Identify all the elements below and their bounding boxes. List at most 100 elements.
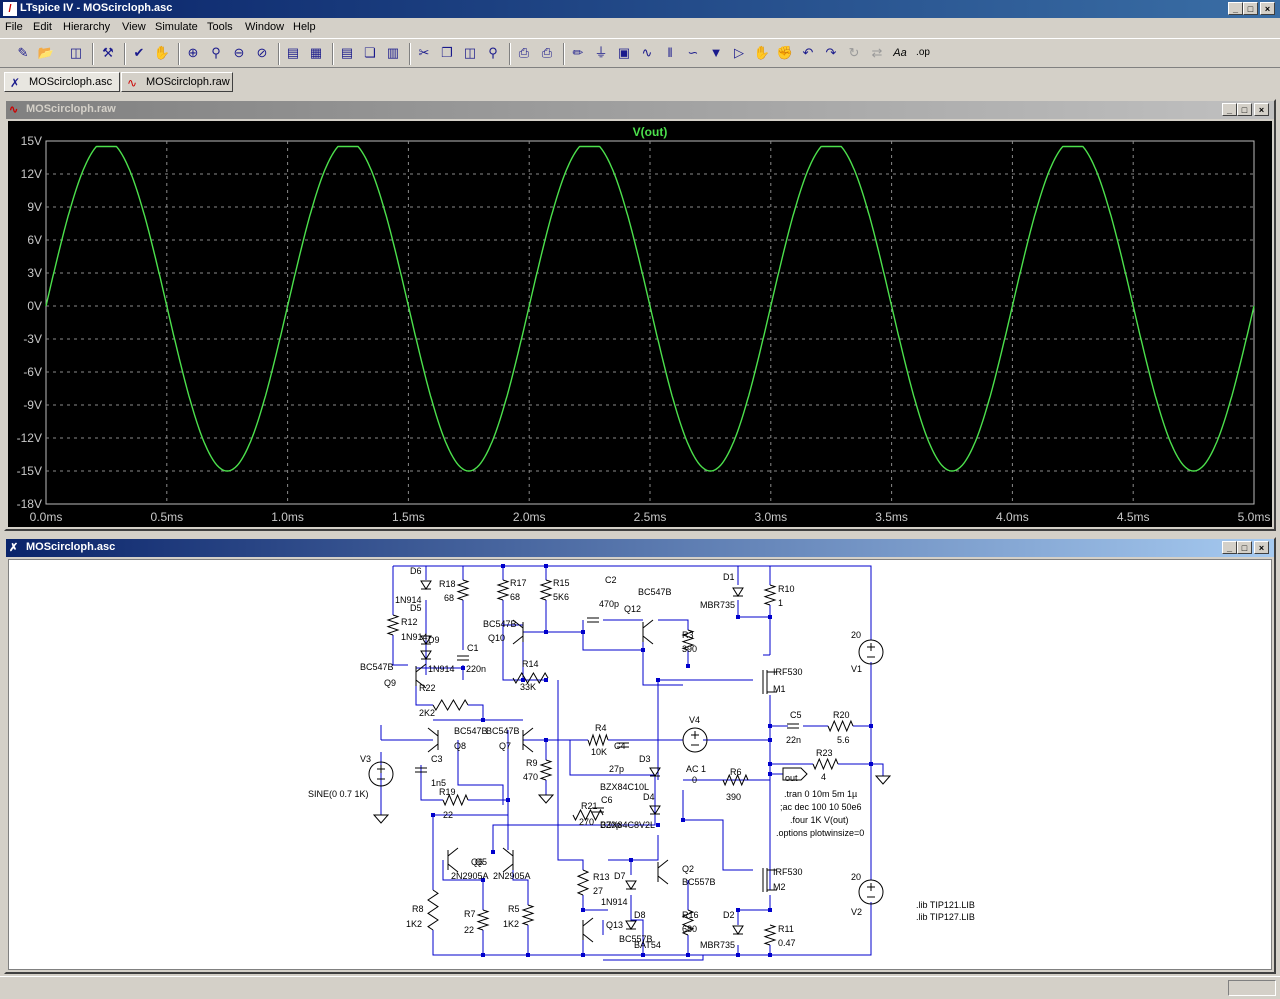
spice-directive-icon[interactable]: .op (916, 47, 930, 58)
minimize-button[interactable]: _ (1222, 541, 1237, 554)
tile-vertical-icon[interactable]: ▥ (386, 45, 400, 60)
wire (457, 740, 504, 805)
document-tabs: ✗ MOScircloph.asc ∿ MOScircloph.raw (0, 70, 1280, 94)
ground-icon[interactable]: ⏚ (594, 45, 608, 60)
schematic-window-caption[interactable]: ✗ MOScircloph.asc _ □ × (6, 539, 1274, 557)
wire (569, 740, 655, 776)
component-label: 4 (821, 772, 826, 782)
capacitor-icon[interactable]: ‖ (667, 45, 673, 60)
open-folder-icon[interactable]: 📂 (37, 45, 55, 60)
tile-horizontal-icon[interactable]: ▤ (340, 45, 354, 60)
menu-view[interactable]: View (122, 21, 146, 33)
menu-simulate[interactable]: Simulate (155, 21, 198, 33)
transistor (582, 917, 594, 943)
control-panel-icon[interactable]: ⚒ (102, 45, 114, 60)
wire (512, 860, 529, 905)
save-icon[interactable]: ◫ (69, 45, 83, 60)
paste-icon[interactable]: ◫ (463, 45, 477, 60)
component-label: BZX84C10L (600, 782, 649, 792)
component-label: R17 (510, 578, 527, 588)
wire (492, 775, 656, 852)
drag-hand-icon[interactable]: ✊ (776, 45, 794, 60)
component-label: R5 (508, 904, 520, 914)
transistor (427, 727, 439, 753)
menu-tools[interactable]: Tools (207, 21, 233, 33)
menu-file[interactable]: File (5, 21, 23, 33)
component-label: M1 (773, 684, 786, 694)
menu-window[interactable]: Window (245, 21, 285, 33)
tab-waveform[interactable]: ∿ MOScircloph.raw (121, 72, 233, 92)
x-tick-label: 3.0ms (754, 510, 787, 524)
zoom-fit-icon[interactable]: ⊘ (256, 45, 268, 60)
y-tick-label: -15V (17, 464, 42, 478)
ground-symbol (372, 814, 390, 824)
component-label: D9 (428, 635, 440, 645)
component-label: 470 (523, 772, 538, 782)
x-tick-label: 2.0ms (513, 510, 546, 524)
component-label: Q10 (488, 633, 505, 643)
minimize-button[interactable]: _ (1228, 2, 1243, 15)
label-net-icon[interactable]: ▣ (617, 45, 631, 60)
menu-edit[interactable]: Edit (33, 21, 52, 33)
mosfet (762, 670, 777, 694)
zoom-out-icon[interactable]: ⊖ (233, 45, 245, 60)
close-button[interactable]: × (1254, 541, 1269, 554)
resistor-icon[interactable]: ∿ (641, 45, 653, 60)
maximize-button[interactable]: □ (1237, 541, 1252, 554)
junction (491, 850, 495, 854)
diode-icon[interactable]: ▼ (709, 45, 723, 60)
copy-icon[interactable]: ❐ (441, 45, 453, 60)
halt-icon[interactable]: ✋ (153, 45, 171, 60)
component-icon[interactable]: ▷ (734, 45, 744, 60)
menu-help[interactable]: Help (293, 21, 316, 33)
inductor-icon[interactable]: ∽ (687, 45, 699, 60)
cascade-icon[interactable]: ❏ (364, 45, 376, 60)
new-schematic-icon[interactable]: ✎ (17, 45, 29, 60)
schematic-window-title: MOScircloph.asc (26, 541, 116, 553)
diode (420, 580, 432, 590)
print-icon[interactable]: ⎙ (541, 45, 553, 60)
waveform-window-caption[interactable]: ∿ MOScircloph.raw _ □ × (6, 101, 1274, 119)
draw-wire-icon[interactable]: ✏ (572, 45, 584, 60)
component-label: R12 (401, 617, 418, 627)
close-button[interactable]: × (1254, 103, 1269, 116)
autorange-icon[interactable]: ▤ (286, 45, 300, 60)
wire (557, 680, 584, 870)
undo-icon[interactable]: ↶ (802, 45, 814, 60)
text-icon[interactable]: Aa (893, 47, 907, 59)
component-label: MBR735 (700, 940, 735, 950)
maximize-button[interactable]: □ (1237, 103, 1252, 116)
tab-schematic[interactable]: ✗ MOScircloph.asc (4, 72, 120, 92)
maximize-button[interactable]: □ (1243, 2, 1258, 15)
x-tick-label: 3.5ms (875, 510, 908, 524)
pan-icon[interactable]: ⚲ (211, 45, 221, 60)
junction (768, 762, 772, 766)
mirror-icon[interactable]: ⇄ (871, 45, 883, 60)
wire (737, 600, 770, 618)
app-title-bar[interactable]: / LTspice IV - MOScircloph.asc _ □ × (0, 0, 1280, 18)
wire (468, 704, 484, 720)
component-label: 1K2 (503, 919, 519, 929)
move-hand-icon[interactable]: ✋ (753, 45, 771, 60)
run-icon[interactable]: ✔ (133, 45, 145, 60)
diode (420, 650, 432, 660)
wire (442, 860, 484, 910)
close-button[interactable]: × (1260, 2, 1275, 15)
menu-hierarchy[interactable]: Hierarchy (63, 21, 111, 33)
print-setup-icon[interactable]: ⎙ (518, 45, 530, 60)
minimize-button[interactable]: _ (1222, 103, 1237, 116)
zoom-in-icon[interactable]: ⊕ (187, 45, 199, 60)
junction (736, 953, 740, 957)
fft-icon[interactable]: ▦ (309, 45, 323, 60)
redo-icon[interactable]: ↷ (825, 45, 837, 60)
find-icon[interactable]: ⚲ (488, 45, 498, 60)
junction (581, 908, 585, 912)
rotate-icon[interactable]: ↻ (848, 45, 860, 60)
cut-icon[interactable]: ✂ (418, 45, 430, 60)
